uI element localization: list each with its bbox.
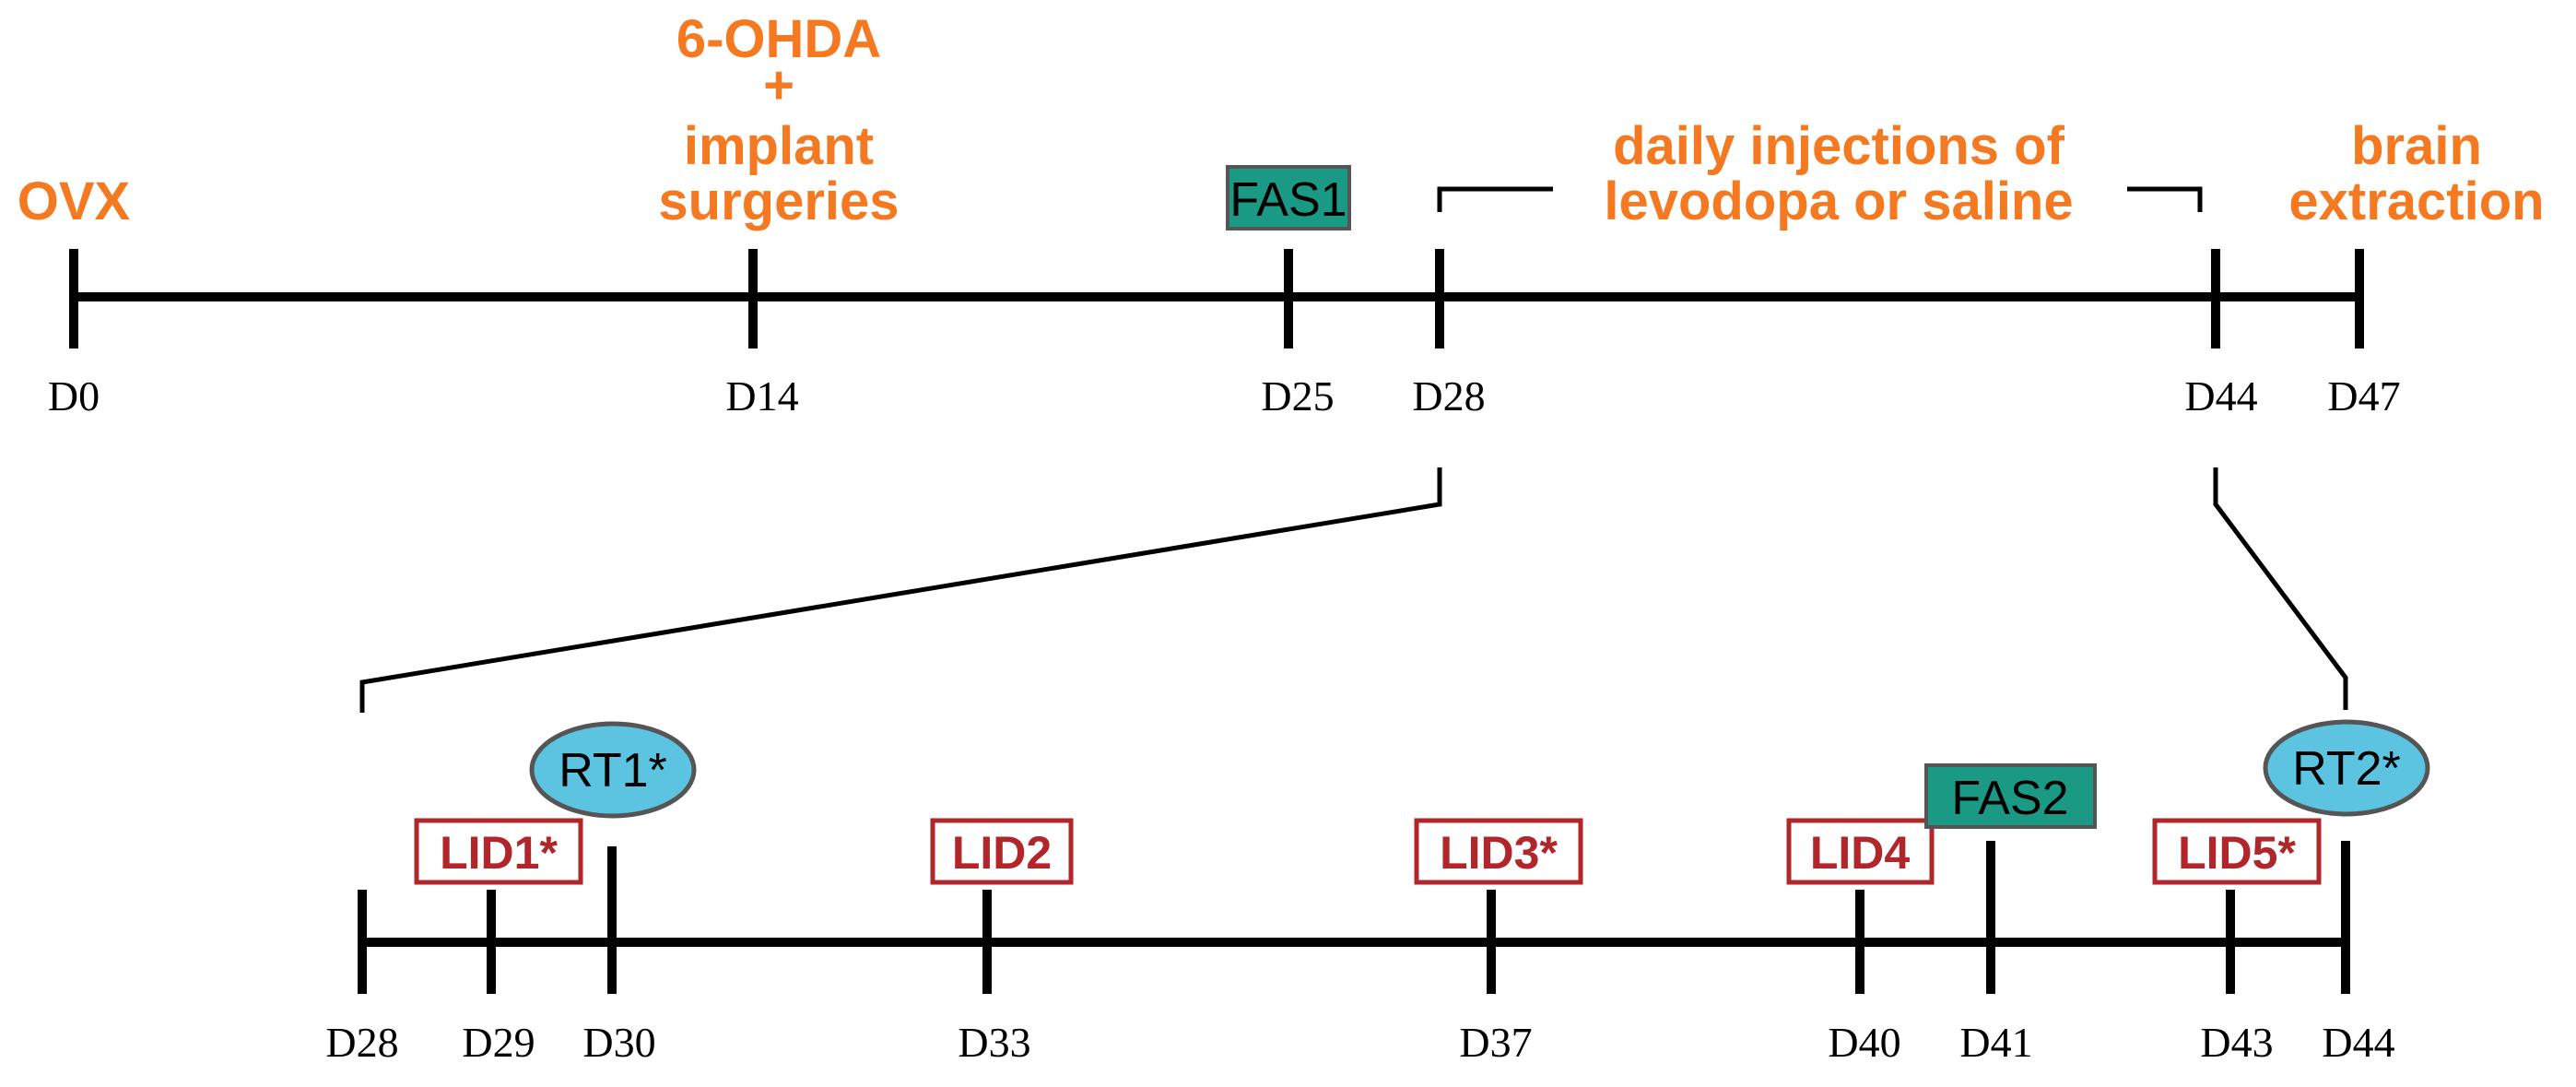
rt2-ellipse: RT2* <box>2263 719 2430 817</box>
event-extraction-line-2: extraction <box>2288 171 2544 231</box>
fas1-box: FAS1 <box>1226 165 1351 230</box>
rt1-label: RT1* <box>559 744 667 798</box>
lid5-label: LID5* <box>2178 827 2296 879</box>
lid5-box: LID5* <box>2152 818 2322 885</box>
lid2-box: LID2 <box>930 818 1074 885</box>
bottom-timeline: D28 D29 D30 D33 D37 D40 D41 D43 D44 LID1… <box>325 719 2430 1066</box>
fas1-label: FAS1 <box>1229 173 1347 227</box>
bottom-tick-label-d33: D33 <box>958 1019 1030 1066</box>
event-surgery-line-3: implant <box>684 116 874 176</box>
fas2-box: FAS2 <box>1924 763 2097 829</box>
rt2-label: RT2* <box>2292 742 2401 796</box>
event-ovx: OVX <box>18 171 131 231</box>
bottom-tick-label-d43: D43 <box>2200 1019 2273 1066</box>
top-timeline: D0 D14 D25 D28 D44 D47 OVX 6-OHDA + impl… <box>18 9 2545 419</box>
event-extraction-line-1: brain <box>2351 116 2482 176</box>
event-injections-line-2: levodopa or saline <box>1604 171 2073 231</box>
zoom-connector-right <box>2213 467 2348 710</box>
rt1-ellipse: RT1* <box>529 721 697 819</box>
lid1-label: LID1* <box>440 827 558 879</box>
top-tick-label-d0: D0 <box>48 372 100 419</box>
top-tick-label-d44: D44 <box>2184 372 2257 419</box>
bottom-tick-label-d40: D40 <box>1828 1019 1900 1066</box>
bottom-tick-label-d29: D29 <box>462 1019 535 1066</box>
top-tick-label-d14: D14 <box>725 372 798 419</box>
top-tick-label-d25: D25 <box>1261 372 1334 419</box>
bottom-tick-label-d30: D30 <box>582 1019 655 1066</box>
lid4-box: LID4 <box>1786 818 1935 885</box>
event-surgery-line-1: 6-OHDA <box>676 9 881 69</box>
bottom-tick-label-d28: D28 <box>325 1019 398 1066</box>
fas2-label: FAS2 <box>1951 772 2068 825</box>
bottom-tick-label-d37: D37 <box>1459 1019 1532 1066</box>
top-tick-label-d47: D47 <box>2327 372 2400 419</box>
event-surgery-line-4: surgeries <box>658 171 899 231</box>
bottom-tick-label-d44: D44 <box>2322 1019 2394 1066</box>
lid1-box: LID1* <box>414 818 583 885</box>
event-injections-line-1: daily injections of <box>1613 116 2065 176</box>
injections-bracket-right <box>2127 186 2203 212</box>
injections-bracket <box>1437 186 1553 212</box>
lid2-label: LID2 <box>952 827 1052 879</box>
bottom-tick-label-d41: D41 <box>1959 1019 2032 1066</box>
lid4-label: LID4 <box>1810 827 1911 879</box>
lid3-label: LID3* <box>1440 827 1558 879</box>
lid3-box: LID3* <box>1414 818 1583 885</box>
zoom-connector-left <box>359 467 1442 713</box>
top-tick-label-d28: D28 <box>1412 372 1485 419</box>
event-surgery-line-2: + <box>763 55 794 115</box>
